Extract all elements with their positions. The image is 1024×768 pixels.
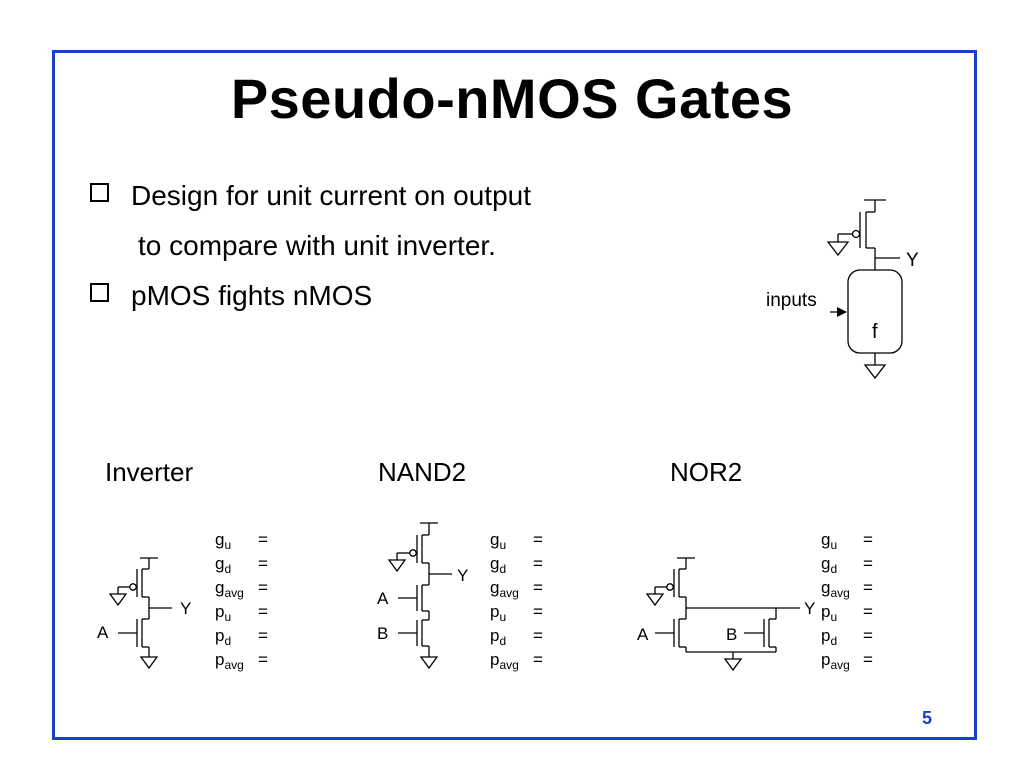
param-row: gavg=	[821, 578, 873, 600]
inverter-input-a: A	[97, 623, 109, 642]
param-row: gu=	[821, 530, 873, 552]
slide-title: Pseudo-nMOS Gates	[230, 67, 794, 130]
nand2-input-b: B	[377, 624, 388, 643]
param-row: pavg=	[821, 650, 873, 672]
params-inverter: gu= gd= gavg= pu= pd= pavg=	[215, 530, 268, 672]
generic-inputs-label: inputs	[766, 290, 817, 311]
nand2-output-y: Y	[457, 566, 468, 585]
bullet-2: pMOS fights nMOS	[90, 280, 372, 312]
param-row: pd=	[215, 626, 268, 648]
inverter-output-y: Y	[180, 599, 191, 618]
bullet-1: Design for unit current on output	[90, 180, 531, 212]
generic-function-label: f	[872, 321, 878, 343]
param-row: pu=	[490, 602, 543, 624]
params-nand2: gu= gd= gavg= pu= pd= pavg=	[490, 530, 543, 672]
checkbox-bullet-icon	[90, 183, 109, 202]
param-row: gd=	[821, 554, 873, 576]
gate-label-inverter: Inverter	[105, 457, 194, 487]
generic-pseudo-nmos-gate	[826, 199, 903, 380]
param-row: gavg=	[215, 578, 268, 600]
param-row: pu=	[821, 602, 873, 624]
nor2-input-b: B	[726, 625, 737, 644]
slide-frame	[52, 50, 977, 740]
checkbox-bullet-icon	[90, 283, 109, 302]
generic-output-label: Y	[906, 250, 919, 271]
param-row: pd=	[821, 626, 873, 648]
param-row: pavg=	[215, 650, 268, 672]
param-row: gd=	[490, 554, 543, 576]
nor2-output-y: Y	[804, 599, 815, 618]
bullet-1-continuation: to compare with unit inverter.	[138, 230, 496, 261]
param-row: gu=	[215, 530, 268, 552]
params-nor2: gu= gd= gavg= pu= pd= pavg=	[821, 530, 873, 672]
nand2-input-a: A	[377, 589, 389, 608]
bullet-1-text: Design for unit current on output	[131, 180, 532, 211]
gate-label-nor2: NOR2	[670, 457, 743, 487]
param-row: gd=	[215, 554, 268, 576]
bullet-2-text: pMOS fights nMOS	[131, 280, 373, 311]
param-row: pavg=	[490, 650, 543, 672]
param-row: gavg=	[490, 578, 543, 600]
nor2-input-a: A	[637, 625, 649, 644]
param-row: pd=	[490, 626, 543, 648]
nand2-circuit	[387, 522, 452, 670]
nor2-circuit	[645, 557, 800, 672]
inverter-circuit	[108, 557, 172, 670]
page-number: 5	[922, 708, 933, 728]
param-row: gu=	[490, 530, 543, 552]
param-row: pu=	[215, 602, 268, 624]
gate-label-nand2: NAND2	[378, 457, 467, 487]
